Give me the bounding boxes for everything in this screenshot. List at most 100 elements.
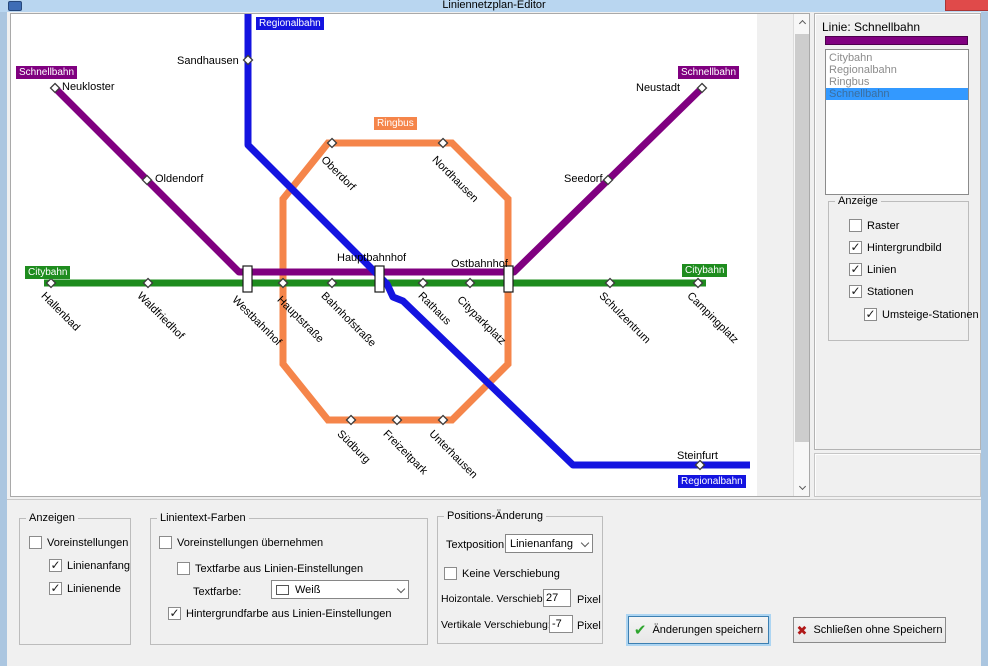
station-dot-freizeitpark[interactable] [391,414,403,426]
checkbox-box: ✓ [849,240,862,254]
station-dot-hauptstrasse[interactable] [277,277,289,289]
station-label-neukloster: Neukloster [62,81,115,93]
checkbox-linienanfang[interactable]: ✓ Linienanfang [49,559,130,572]
line-badge-citybahn-right[interactable]: Citybahn [682,264,728,277]
station-dot-neustadt[interactable] [696,82,708,94]
line-list-item-citybahn[interactable]: Citybahn [829,52,873,64]
station-dots [45,54,708,471]
checkbox-keine-verschiebung[interactable]: Keine Verschiebung [444,567,560,580]
line-listbox[interactable]: Citybahn Regionalbahn Ringbus Schnellbah… [825,49,969,195]
station-label-hauptbahnhof: Hauptbahnhof [337,252,407,264]
station-dot-unterhausen[interactable] [437,414,449,426]
checkbox-label: Linienende [67,582,121,595]
chevron-down-icon [798,482,806,491]
map-canvas-panel: Schnellbahn Regionalbahn Ringbus Schnell… [10,13,810,497]
checkbox-box: ✓ [849,262,862,276]
checkbox-box: ✓ [864,307,877,321]
textposition-dropdown[interactable]: Linienanfang [505,534,593,553]
checkbox-box [444,567,457,580]
checkbox-box [29,536,42,549]
line-list-item-schnellbahn-selected[interactable]: Schnellbahn [826,88,968,100]
anzeigen-group-label: Anzeigen [26,512,78,524]
checkbox-label: Linienanfang [67,559,131,572]
line-badge-schnellbahn-right[interactable]: Schnellbahn [678,66,740,79]
red-x-icon: ✖ [796,622,808,638]
save-changes-button[interactable]: ✔ Änderungen speichern [628,616,769,644]
line-badge-schnellbahn-left[interactable]: Schnellbahn [16,66,78,79]
interchange-westbahnhof[interactable] [242,265,253,293]
station-dot-suedburg[interactable] [345,414,357,426]
map-canvas[interactable]: Schnellbahn Regionalbahn Ringbus Schnell… [11,14,757,496]
position-group-label: Positions-Änderung [444,510,547,522]
pixel-label-vertical: Pixel [577,620,601,632]
scroll-up-button[interactable] [794,14,810,30]
station-dot-seedorf[interactable] [602,174,614,186]
save-button-label: Änderungen speichern [652,624,764,636]
checkbox-label: Hintergrundbild [867,241,942,254]
scroll-down-button[interactable] [794,480,810,496]
window-title: Liniennetzplan-Editor [442,0,546,11]
station-dot-steinfurt[interactable] [694,459,706,471]
checkbox-linienende[interactable]: ✓ Linienende [49,582,121,595]
close-window-button[interactable] [945,0,988,11]
linientext-farben-groupbox: Linientext-Farben Voreinstellungen übern… [150,512,428,645]
checkbox-box [849,219,862,232]
checkbox-label: Voreinstellungen [47,536,129,549]
checkbox-umsteige-stationen[interactable]: ✓ Umsteige-Stationen [864,308,979,321]
chevron-up-icon [798,19,806,28]
title-bar: Liniennetzplan-Editor [0,0,988,12]
horizontal-verschiebung-label: Hoizontale. Verschiebung: [441,593,563,605]
window-border-left [0,12,7,666]
station-label-sandhausen: Sandhausen [177,55,239,67]
close-button-label: Schließen ohne Speichern [813,624,943,636]
textfarbe-value: Weiß [295,583,321,596]
anzeigen-groupbox: Anzeigen Voreinstellungen ✓ Linienanfang… [19,512,131,645]
station-dot-sandhausen[interactable] [242,54,254,66]
chevron-down-icon [396,584,406,594]
textfarbe-dropdown[interactable]: Weiß [271,580,409,599]
regionalbahn-line[interactable] [244,14,750,469]
station-label-ostbahnhof: Ostbahnhof [451,258,508,270]
station-dot-neukloster[interactable] [49,82,61,94]
line-badge-regionalbahn-top[interactable]: Regionalbahn [256,17,324,30]
station-dot-hallenbad[interactable] [45,277,57,289]
checkbox-hintergrundfarbe-aus-linien[interactable]: ✓ Hintergrundfarbe aus Linien-Einstellun… [168,607,391,620]
interchange-hauptbahnhof[interactable] [374,265,385,293]
checkbox-stationen[interactable]: ✓ Stationen [849,285,913,298]
station-dot-schulzentrum[interactable] [604,277,616,289]
checkbox-hintergrundbild[interactable]: ✓ Hintergrundbild [849,241,942,254]
checkbox-voreinstellungen[interactable]: Voreinstellungen [29,536,128,549]
line-badge-citybahn-left[interactable]: Citybahn [25,266,71,279]
textposition-label: Textposition: [446,539,508,551]
station-dot-campingplatz[interactable] [692,277,704,289]
checkbox-linien[interactable]: ✓ Linien [849,263,896,276]
station-dot-rathaus[interactable] [417,277,429,289]
line-list-item-regionalbahn[interactable]: Regionalbahn [829,64,897,76]
interchange-ostbahnhof[interactable] [503,265,514,293]
station-dot-oberdorf[interactable] [326,137,338,149]
station-dot-cityparkplatz[interactable] [464,277,476,289]
checkbox-label: Umsteige-Stationen [882,308,979,321]
station-dot-bahnhofstrasse[interactable] [326,277,338,289]
station-dot-oldendorf[interactable] [141,174,153,186]
checkbox-raster[interactable]: Raster [849,219,899,232]
checkbox-box [159,536,172,549]
station-dot-nordhausen[interactable] [437,137,449,149]
interchange-markers [242,265,514,293]
line-list-item-ringbus[interactable]: Ringbus [829,76,870,88]
close-without-saving-button[interactable]: ✖ Schließen ohne Speichern [793,617,946,643]
checkbox-voreinstellungen-uebernehmen[interactable]: Voreinstellungen übernehmen [159,536,323,549]
station-label-neustadt: Neustadt [636,82,681,94]
line-badge-regionalbahn-bottom[interactable]: Regionalbahn [678,475,746,488]
checkbox-label: Stationen [867,285,914,298]
scrollbar-thumb[interactable] [795,34,809,442]
map-vertical-scrollbar[interactable] [793,14,809,496]
horizontal-verschiebung-input[interactable] [543,589,571,607]
vertical-verschiebung-input[interactable] [549,615,573,633]
station-label-seedorf: Seedorf [564,173,603,185]
checkbox-textfarbe-aus-linien[interactable]: Textfarbe aus Linien-Einstellungen [177,562,363,575]
ringbus-line[interactable] [279,139,512,424]
line-badge-ringbus[interactable]: Ringbus [374,117,417,130]
station-dot-waldfriedhof[interactable] [142,277,154,289]
